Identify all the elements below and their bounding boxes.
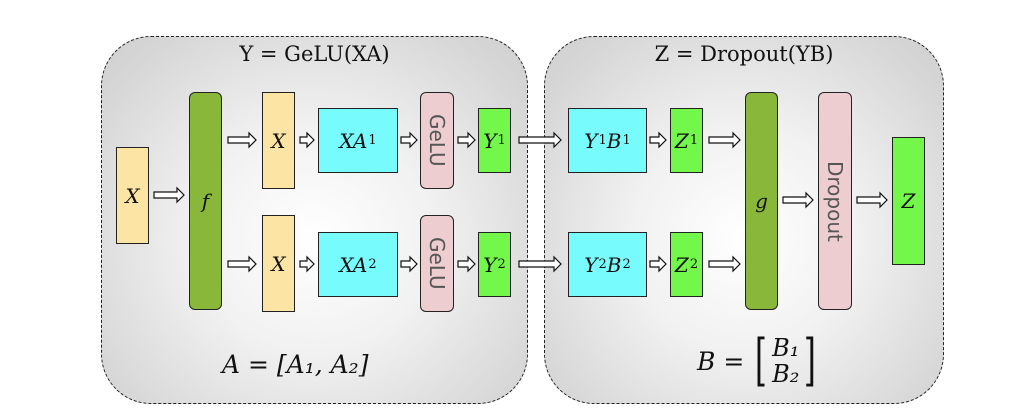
right-panel-title: Z = Dropout(YB) xyxy=(654,42,834,66)
a-formula: A = [A₁, A₂] xyxy=(222,350,369,379)
dropout-block: Dropout xyxy=(818,92,852,310)
row2-gelu-block: GeLU xyxy=(420,215,454,312)
right-panel-row-parallel xyxy=(544,36,944,404)
split-f-block: f xyxy=(189,92,222,310)
b-formula: B = [ B₁ B₂ ] xyxy=(697,333,821,389)
final-z-block: Z xyxy=(892,137,925,265)
input-x-block: X xyxy=(116,147,149,244)
merge-g-block: g xyxy=(745,92,778,310)
b-matrix: [ B₁ B₂ ] xyxy=(755,328,817,393)
row1-input-x: X xyxy=(262,92,295,189)
left-bracket: [ xyxy=(755,328,768,393)
left-panel-title: Y = GeLU(XA) xyxy=(239,42,390,66)
right-bracket: ] xyxy=(804,328,817,393)
left-panel-column-parallel xyxy=(101,36,528,404)
row2-input-x: X xyxy=(262,215,295,312)
row1-gelu-block: GeLU xyxy=(420,92,454,189)
